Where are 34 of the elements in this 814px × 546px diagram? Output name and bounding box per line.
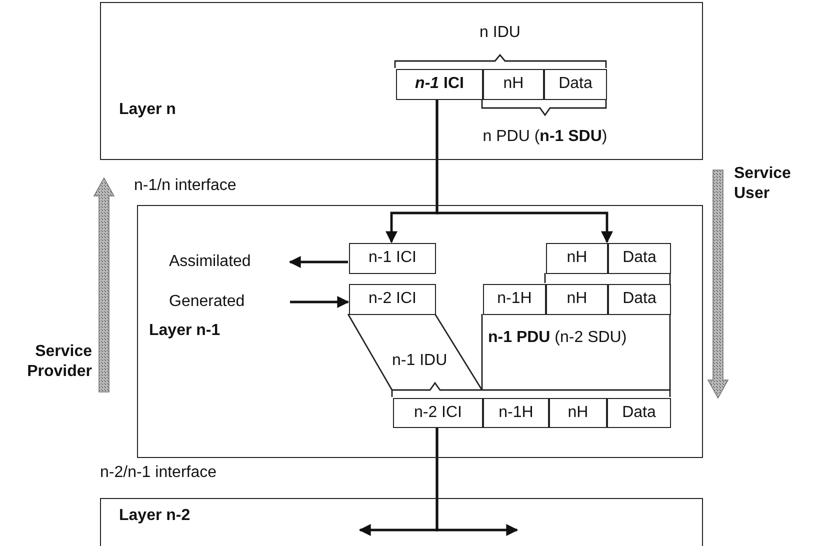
layer-title: Layer n (119, 101, 176, 119)
action-label: Generated (169, 291, 269, 313)
protocol-field: Data (607, 398, 671, 428)
protocol-field: n-1 ICI (396, 69, 483, 100)
pdu-label: n-1 PDU (n-2 SDU) (488, 329, 627, 347)
protocol-field: n-2 ICI (393, 398, 483, 428)
protocol-field: nH (546, 243, 608, 274)
arrow (436, 99, 613, 244)
interface-label: n-2/n-1 interface (100, 464, 217, 482)
protocol-field: n-1H (483, 284, 546, 315)
protocol-field: nH (549, 398, 607, 428)
role-label: Service Provider (26, 342, 92, 382)
bracket-label: n-1 IDU (392, 352, 448, 370)
protocol-field: nH (546, 284, 608, 315)
bracket-label: n IDU (480, 24, 520, 42)
interface-label: n-1/n interface (134, 177, 236, 195)
layer-box (100, 2, 703, 160)
protocol-field: n-1H (483, 398, 549, 428)
protocol-field: n-2 ICI (349, 284, 436, 315)
bracket-label: n PDU (n-1 SDU) (482, 128, 608, 146)
protocol-field: nH (483, 69, 544, 100)
protocol-field: Data (544, 69, 607, 100)
protocol-field: Data (608, 284, 671, 315)
protocol-field: Data (608, 243, 671, 274)
layer-box (137, 205, 703, 458)
arrow (290, 296, 350, 308)
arrow (288, 256, 348, 268)
arrow (436, 427, 518, 536)
layer-box (100, 498, 703, 546)
protocol-field: n-1 ICI (349, 243, 436, 274)
action-label: Assimilated (169, 251, 275, 273)
layer-title: Layer n-1 (149, 322, 220, 340)
layer-title: Layer n-2 (119, 507, 190, 525)
role-label: Service User (734, 164, 792, 204)
